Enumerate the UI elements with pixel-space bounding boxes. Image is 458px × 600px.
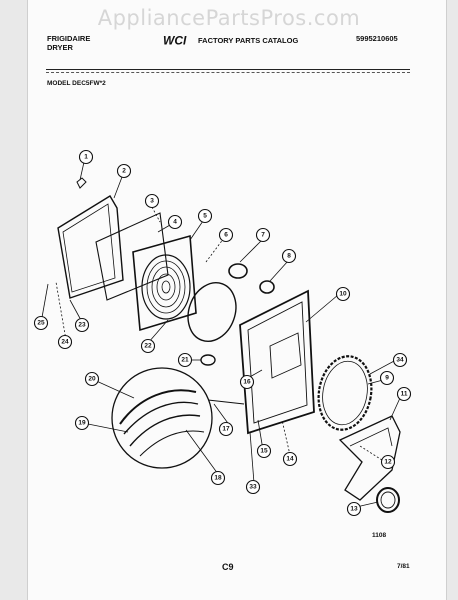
part-door-liner bbox=[95, 212, 169, 301]
callout-19: 19 bbox=[74, 415, 90, 431]
svg-text:12: 12 bbox=[384, 459, 392, 466]
svg-text:18: 18 bbox=[214, 475, 222, 482]
part-lint-duct bbox=[338, 415, 401, 501]
callout-4: 4 bbox=[167, 214, 183, 230]
svg-text:11: 11 bbox=[401, 391, 408, 398]
svg-text:6: 6 bbox=[224, 232, 228, 239]
svg-text:20: 20 bbox=[88, 376, 96, 383]
svg-text:16: 16 bbox=[243, 379, 251, 386]
callout-15: 15 bbox=[256, 443, 272, 459]
part-strike-8 bbox=[259, 280, 275, 294]
wci-logo: WCI bbox=[163, 34, 187, 46]
model-label: MODEL DEC5FW*2 bbox=[47, 80, 106, 87]
callout-6: 6 bbox=[218, 227, 234, 243]
callout-7: 7 bbox=[255, 227, 271, 243]
header-rule bbox=[46, 69, 410, 70]
callout-13: 13 bbox=[346, 501, 362, 517]
callout-33: 33 bbox=[245, 479, 261, 495]
figure-code: 1108 bbox=[372, 532, 387, 539]
catalog-date: 7/81 bbox=[397, 563, 410, 570]
detail-magnifier bbox=[111, 367, 213, 469]
part-hinge-clip bbox=[76, 177, 87, 189]
callout-14: 14 bbox=[282, 451, 298, 467]
svg-text:15: 15 bbox=[260, 448, 268, 455]
page-number: C9 bbox=[222, 562, 234, 572]
catalog-number: 5995210605 bbox=[356, 34, 398, 43]
svg-text:1: 1 bbox=[84, 154, 88, 161]
svg-text:10: 10 bbox=[339, 291, 347, 298]
part-front-panel bbox=[239, 289, 315, 435]
svg-text:4: 4 bbox=[173, 219, 177, 226]
callout-10: 10 bbox=[335, 286, 351, 302]
part-felt-seal bbox=[376, 487, 400, 513]
callout-21: 21 bbox=[177, 352, 193, 368]
callout-17: 17 bbox=[218, 421, 234, 437]
callout-3: 3 bbox=[144, 193, 160, 209]
callout-2: 2 bbox=[116, 163, 132, 179]
callout-34: 34 bbox=[392, 352, 408, 368]
part-door-window bbox=[132, 234, 197, 332]
callout-20: 20 bbox=[84, 371, 100, 387]
svg-text:21: 21 bbox=[181, 357, 189, 364]
callout-5: 5 bbox=[197, 208, 213, 224]
svg-text:14: 14 bbox=[286, 456, 294, 463]
svg-text:22: 22 bbox=[144, 343, 152, 350]
callout-9: 9 bbox=[379, 370, 395, 386]
callout-11: 11 bbox=[396, 386, 412, 402]
callout-12: 12 bbox=[380, 454, 396, 470]
brand-line-1: FRIGIDAIRE bbox=[47, 34, 91, 43]
svg-text:7: 7 bbox=[261, 232, 265, 239]
svg-text:23: 23 bbox=[78, 322, 86, 329]
svg-text:19: 19 bbox=[78, 420, 86, 427]
svg-text:13: 13 bbox=[350, 506, 358, 513]
part-bulkhead-seal bbox=[317, 355, 373, 431]
callout-23: 23 bbox=[74, 317, 90, 333]
svg-text:17: 17 bbox=[222, 426, 230, 433]
svg-text:5: 5 bbox=[203, 213, 207, 220]
header-rule-dashed bbox=[46, 72, 410, 73]
callout-22: 22 bbox=[140, 338, 156, 354]
callout-24: 24 bbox=[57, 334, 73, 350]
svg-text:3: 3 bbox=[150, 198, 154, 205]
part-door-gasket bbox=[187, 282, 237, 342]
svg-text:2: 2 bbox=[122, 168, 126, 175]
svg-text:24: 24 bbox=[61, 339, 69, 346]
callout-1: 1 bbox=[78, 149, 94, 165]
part-outer-door bbox=[57, 195, 124, 299]
callout-16: 16 bbox=[239, 374, 255, 390]
svg-text:8: 8 bbox=[287, 253, 291, 260]
svg-text:WCI: WCI bbox=[163, 34, 187, 46]
callout-8: 8 bbox=[281, 248, 297, 264]
svg-text:33: 33 bbox=[249, 484, 257, 491]
brand-line-2: DRYER bbox=[47, 43, 73, 52]
svg-text:9: 9 bbox=[385, 375, 389, 382]
callout-18: 18 bbox=[210, 470, 226, 486]
watermark: AppliancePartsPros.com bbox=[97, 6, 361, 30]
callout-group: 1 2 3 4 5 6 7 8 9 10 11 12 13 14 15 16 1… bbox=[33, 149, 412, 517]
svg-text:25: 25 bbox=[37, 320, 45, 327]
svg-text:34: 34 bbox=[396, 357, 404, 364]
callout-25: 25 bbox=[33, 315, 49, 331]
part-clip-21 bbox=[200, 354, 216, 366]
catalog-title: FACTORY PARTS CATALOG bbox=[198, 36, 299, 45]
part-latch-7 bbox=[228, 263, 248, 279]
